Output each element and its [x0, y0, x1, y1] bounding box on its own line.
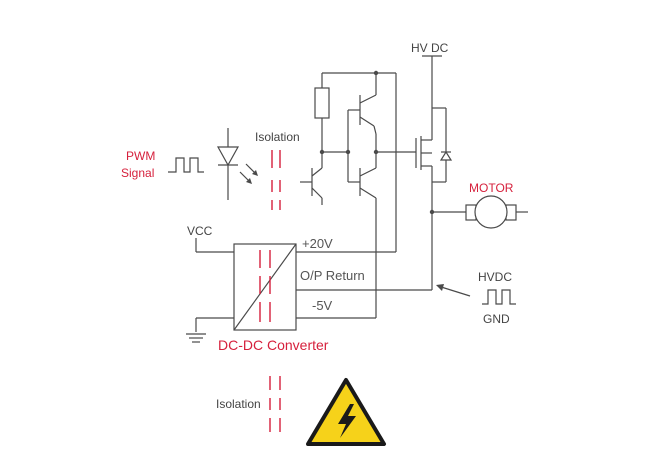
motor-icon [465, 195, 528, 229]
ground-icon [186, 333, 206, 343]
hv-dc-label: HV DC [411, 41, 449, 55]
isolation-bottom-label: Isolation [216, 397, 261, 411]
isolation-barrier-bottom [269, 376, 281, 432]
dcdc-converter-block [233, 243, 297, 331]
isolation-barrier-top [271, 150, 281, 210]
pwm-label: PWM [126, 149, 155, 163]
plus20v-label: +20V [302, 236, 333, 251]
isolation-top-label: Isolation [255, 130, 300, 144]
hvdc-square-wave-icon [482, 289, 516, 305]
dcdc-converter-label: DC-DC Converter [218, 337, 329, 353]
square-wave-icon [168, 157, 204, 173]
led-emitter-icon [216, 128, 258, 200]
motor-label: MOTOR [469, 181, 514, 195]
op-return-label: O/P Return [300, 268, 365, 283]
wiring [195, 55, 471, 332]
high-voltage-warning-icon [306, 378, 386, 446]
vcc-label: VCC [187, 224, 213, 238]
pullup-resistor [314, 87, 330, 119]
minus5v-label: -5V [312, 298, 333, 313]
hvdc-label: HVDC [478, 270, 512, 284]
gnd-label: GND [483, 312, 510, 326]
signal-label: Signal [121, 166, 154, 180]
